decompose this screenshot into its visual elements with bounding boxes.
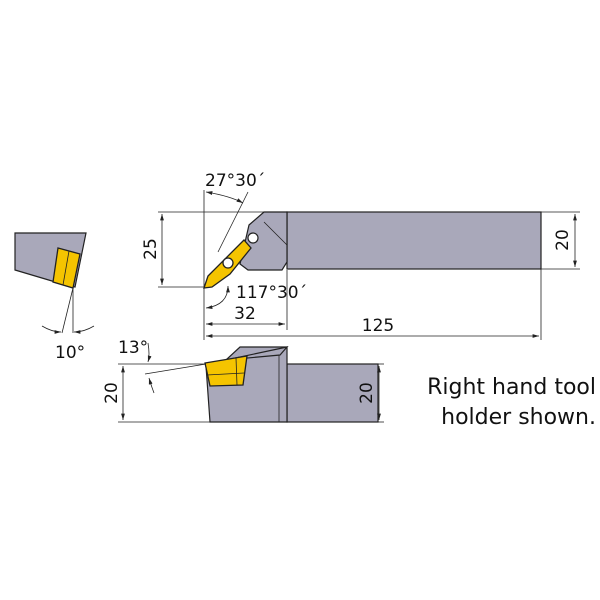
approach-angle-label: 27°30´ xyxy=(205,171,265,191)
cut-height-label: 20 xyxy=(102,382,122,404)
end-view: 10° xyxy=(14,232,95,363)
note-line-1: Right hand tool xyxy=(427,375,596,400)
side-insert xyxy=(204,355,248,387)
head-height-label: 25 xyxy=(141,238,161,260)
cutting-angle-label: 117°30´ xyxy=(236,283,307,303)
top-view: 25 27°30´ 117°30´ 32 125 20 xyxy=(141,171,580,340)
insert-hole xyxy=(222,257,234,269)
screw-icon xyxy=(247,232,259,244)
note-line-2: holder shown. xyxy=(441,405,596,430)
head-length-label: 32 xyxy=(234,304,256,324)
shank xyxy=(286,211,542,270)
overall-length-label: 125 xyxy=(362,316,394,336)
side-shank xyxy=(286,363,379,423)
side-view: 13° 20 20 xyxy=(102,338,384,423)
clearance-angle-label: 10° xyxy=(55,343,85,363)
shank-height-label: 20 xyxy=(357,382,377,404)
head xyxy=(239,211,288,271)
shank-width-label: 20 xyxy=(553,229,573,251)
inclination-angle-label: 13° xyxy=(118,338,148,358)
